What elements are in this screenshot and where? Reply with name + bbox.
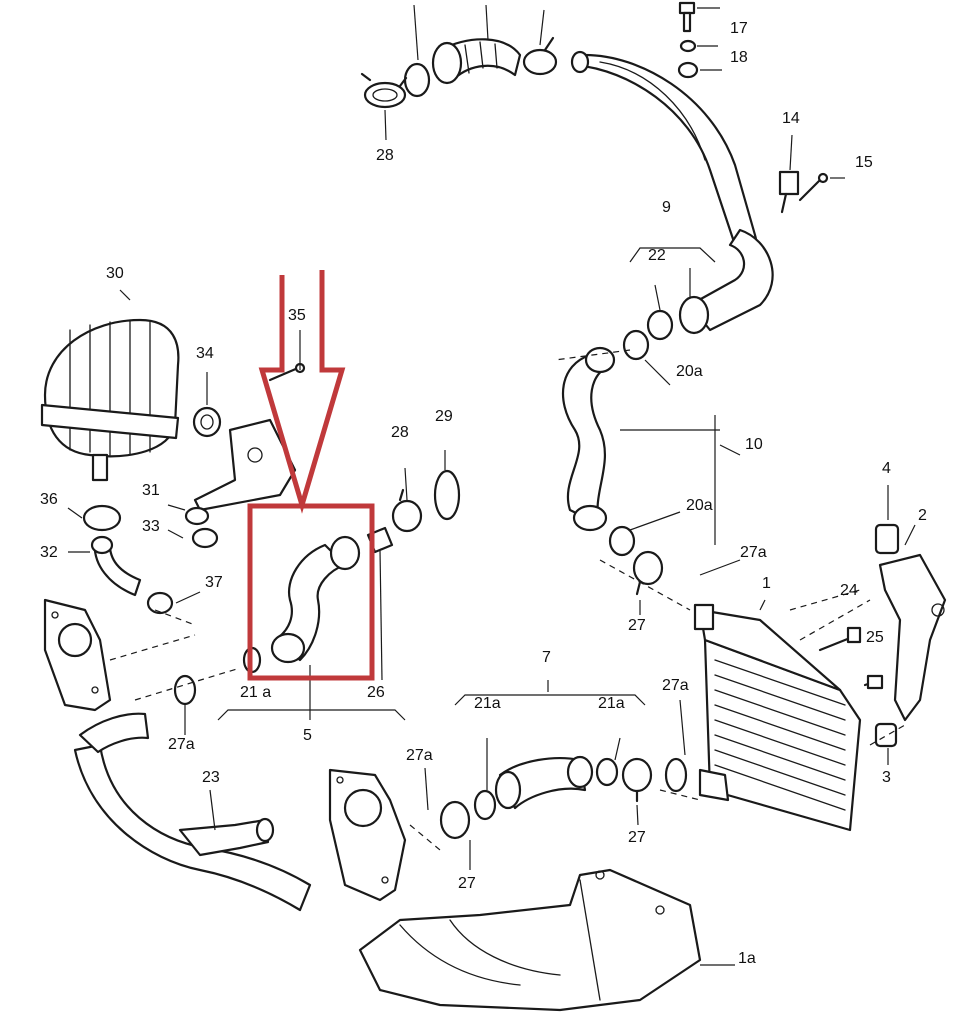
label-4: 4 <box>882 460 891 477</box>
label-3: 3 <box>882 769 891 786</box>
label-21a-right: 21a <box>598 695 625 712</box>
label-29: 29 <box>435 408 453 425</box>
clamp-36[interactable] <box>82 504 122 532</box>
clamp-27-bottom-left[interactable] <box>439 800 471 840</box>
label-28-mid: 28 <box>391 424 409 441</box>
label-26: 26 <box>367 684 385 701</box>
label-2: 2 <box>918 507 927 524</box>
label-36: 36 <box>40 491 58 508</box>
leader-lines <box>67 4 916 966</box>
label-25: 25 <box>866 629 884 646</box>
label-1a: 1a <box>738 950 756 967</box>
bracket-2[interactable] <box>878 553 947 722</box>
clamp-27a-right[interactable] <box>632 550 664 596</box>
clamp-27-bottom-right[interactable] <box>621 757 653 803</box>
label-20a-bottom: 20a <box>686 497 713 514</box>
pipe-23[interactable] <box>73 712 312 912</box>
o-ring-bottom-right[interactable] <box>595 757 619 787</box>
label-33: 33 <box>142 518 160 535</box>
label-27a-mid: 27a <box>662 677 689 694</box>
clamp-20a-bottom[interactable] <box>608 525 636 557</box>
clamp-22[interactable] <box>646 309 674 341</box>
label-27a-right: 27a <box>740 544 767 561</box>
label-1: 1 <box>762 575 771 592</box>
label-27a-left: 27a <box>168 736 195 753</box>
upper-clamp-28[interactable] <box>360 72 408 109</box>
label-34: 34 <box>196 345 214 362</box>
label-27a-bottom: 27a <box>406 747 433 764</box>
label-23: 23 <box>202 769 220 786</box>
flange-center[interactable] <box>328 768 407 902</box>
label-9: 9 <box>662 199 671 216</box>
pipe-9-lower-bend[interactable] <box>678 228 774 335</box>
air-duct-1a[interactable] <box>358 868 702 1012</box>
label-22: 22 <box>648 247 666 264</box>
part-labels: 17 18 28 14 15 9 22 30 35 34 20a 28 29 1… <box>40 20 927 967</box>
label-20a-top: 20a <box>676 363 703 380</box>
clamp-20a-top[interactable] <box>622 329 650 361</box>
rubber-mount-3[interactable] <box>874 722 898 748</box>
upper-clamp-right[interactable] <box>522 36 558 76</box>
label-27-bottom-left: 27 <box>458 875 476 892</box>
label-37: 37 <box>205 574 223 591</box>
nut-24[interactable] <box>863 674 884 690</box>
label-17: 17 <box>730 20 748 37</box>
highlight-box <box>247 503 375 681</box>
hose-7[interactable] <box>494 755 594 810</box>
label-7: 7 <box>542 649 551 666</box>
label-30: 30 <box>106 265 124 282</box>
bolt-17[interactable] <box>678 1 696 33</box>
pipe-9[interactable] <box>570 50 758 254</box>
screw-15[interactable] <box>798 172 829 202</box>
bracket-31[interactable] <box>193 418 297 512</box>
hose-5[interactable] <box>270 535 361 664</box>
label-21a-left: 21 a <box>240 684 271 701</box>
o-ring-bottom-left[interactable] <box>473 789 497 821</box>
clamp-37[interactable] <box>146 591 174 615</box>
upper-hose-elbow[interactable] <box>431 38 522 85</box>
label-24: 24 <box>840 582 858 599</box>
label-14: 14 <box>782 110 800 127</box>
hose-10[interactable] <box>561 346 616 532</box>
label-15: 15 <box>855 154 873 171</box>
clamp-28-mid[interactable] <box>391 488 423 533</box>
label-28-top: 28 <box>376 147 394 164</box>
hose-32[interactable] <box>90 535 142 597</box>
sensor-14[interactable] <box>778 170 800 214</box>
label-35: 35 <box>288 307 306 324</box>
label-31: 31 <box>142 482 160 499</box>
rubber-grommet-34[interactable] <box>192 406 222 438</box>
label-27-right: 27 <box>628 617 646 634</box>
bolt-25[interactable] <box>818 626 862 652</box>
label-10: 10 <box>745 436 763 453</box>
rubber-mount-4[interactable] <box>874 523 900 555</box>
label-27-bottom-right: 27 <box>628 829 646 846</box>
nut-33[interactable] <box>184 506 219 549</box>
intercooler-1[interactable] <box>693 603 862 832</box>
hose-27a-bottom[interactable] <box>664 757 688 793</box>
label-32: 32 <box>40 544 58 561</box>
hose-27a-left[interactable] <box>173 674 197 706</box>
o-ring-29[interactable] <box>433 469 461 521</box>
washer-18[interactable] <box>677 39 699 79</box>
upper-o-ring[interactable] <box>403 62 431 98</box>
label-18: 18 <box>730 49 748 66</box>
label-5: 5 <box>303 727 312 744</box>
label-21a-mid: 21a <box>474 695 501 712</box>
flange-left[interactable] <box>43 598 112 712</box>
reservoir-30[interactable] <box>40 318 180 482</box>
